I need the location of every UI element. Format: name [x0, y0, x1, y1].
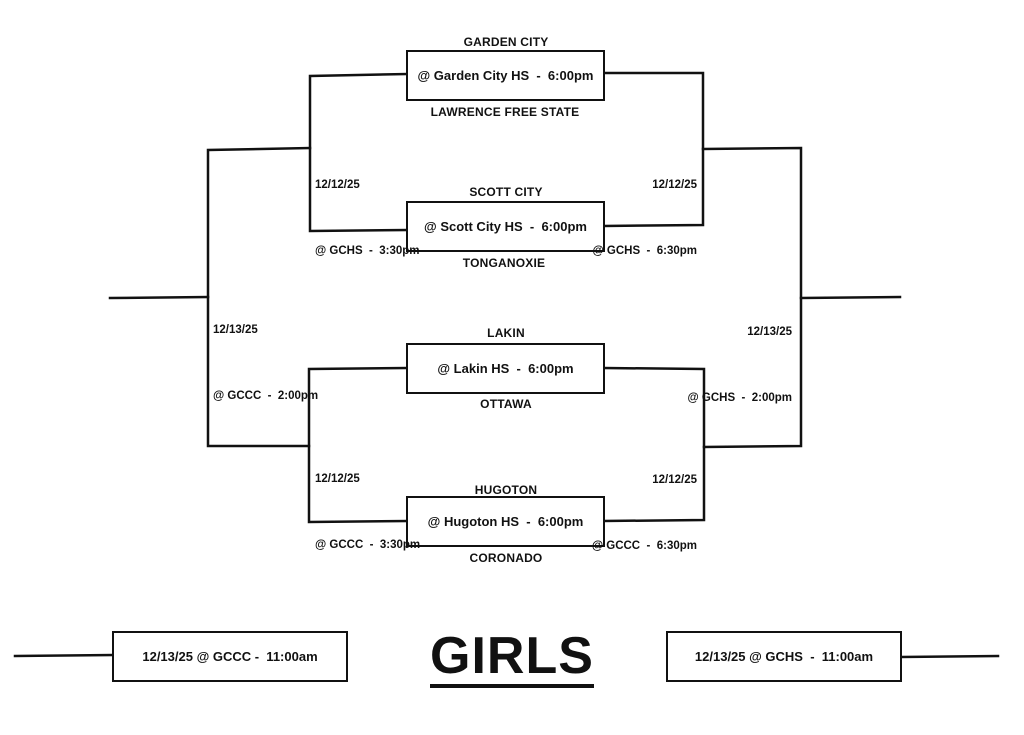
round3-left-location: @ GCCC - 2:00pm: [213, 390, 319, 402]
game2-box: @ Scott City HS - 6:00pm: [406, 201, 605, 252]
round2-right-top-info: 12/12/25 @ GCHS - 6:30pm: [580, 130, 697, 284]
bracket-line: [13, 653, 115, 658]
game2-location: @ Scott City HS - 6:00pm: [424, 219, 587, 234]
placement-right-box: 12/13/25 @ GCHS - 11:00am: [666, 631, 902, 682]
game1-location: @ Garden City HS - 6:00pm: [417, 68, 594, 83]
game1-bottom-team: LAWRENCE FREE STATE: [430, 105, 580, 119]
placement-left-box: 12/13/25 @ GCCC - 11:00am: [112, 631, 348, 682]
round2-right-top-location: @ GCHS - 6:30pm: [592, 245, 697, 257]
bracket-line: [899, 654, 1000, 659]
round3-left-info: 12/13/25 @ GCCC - 2:00pm: [213, 275, 318, 429]
round3-right-date: 12/13/25: [747, 326, 792, 338]
page-title: GIRLS: [430, 628, 594, 688]
round3-right-location: @ GCHS - 2:00pm: [687, 392, 792, 404]
round2-right-bottom-date: 12/12/25: [652, 474, 697, 486]
round2-right-top-date: 12/12/25: [652, 179, 697, 191]
round3-right-info: 12/13/25 @ GCHS - 2:00pm: [670, 277, 792, 431]
round2-left-bottom-date: 12/12/25: [315, 473, 360, 485]
game4-box: @ Hugoton HS - 6:00pm: [406, 496, 605, 547]
game3-bottom-team: OTTAWA: [480, 397, 532, 411]
round2-left-top-location: @ GCHS - 3:30pm: [315, 245, 420, 257]
game3-top-team: LAKIN: [487, 326, 525, 340]
game4-location: @ Hugoton HS - 6:00pm: [427, 514, 584, 529]
placement-right-label: 12/13/25 @ GCHS - 11:00am: [694, 649, 874, 664]
game4-bottom-team: CORONADO: [469, 551, 543, 565]
game3-location: @ Lakin HS - 6:00pm: [437, 361, 574, 376]
round2-right-bottom-location: @ GCCC - 6:30pm: [591, 540, 697, 552]
bracket-line: [799, 295, 902, 300]
round2-left-top-info: 12/12/25 @ GCHS - 3:30pm: [315, 130, 420, 284]
game1-top-team: GARDEN CITY: [463, 35, 549, 49]
round2-left-top-date: 12/12/25: [315, 179, 360, 191]
game4-top-team: HUGOTON: [474, 483, 538, 497]
round3-left-date: 12/13/25: [213, 324, 258, 336]
bracket-line: [308, 72, 409, 233]
game2-bottom-team: TONGANOXIE: [462, 256, 546, 270]
round2-right-bottom-info: 12/12/25 @ GCCC - 6:30pm: [580, 425, 697, 579]
bracket-line: [108, 295, 210, 300]
round2-left-bottom-location: @ GCCC - 3:30pm: [315, 539, 421, 551]
bracket-line: [602, 366, 706, 523]
game2-top-team: SCOTT CITY: [469, 185, 543, 199]
placement-left-label: 12/13/25 @ GCCC - 11:00am: [142, 649, 318, 664]
game1-box: @ Garden City HS - 6:00pm: [406, 50, 605, 101]
game3-box: @ Lakin HS - 6:00pm: [406, 343, 605, 394]
round2-left-bottom-info: 12/12/25 @ GCCC - 3:30pm: [315, 424, 420, 578]
